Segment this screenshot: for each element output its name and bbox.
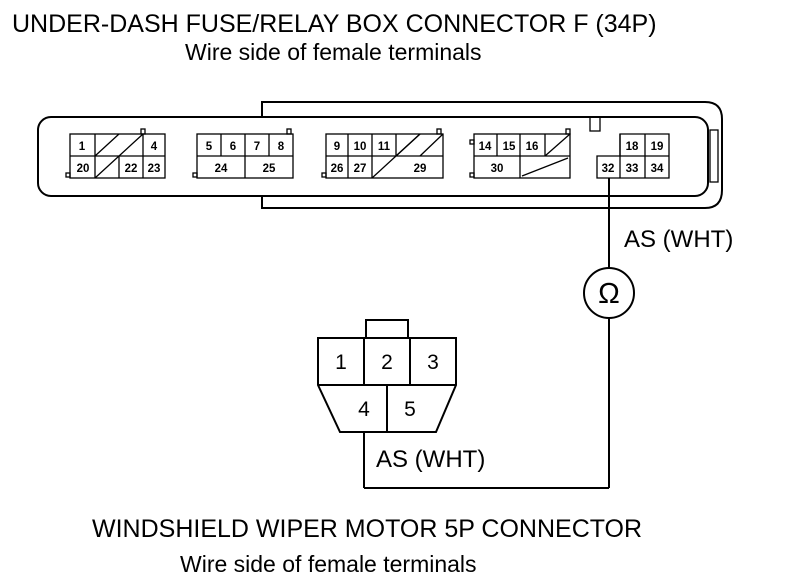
pin-1: 1	[79, 141, 86, 153]
pin-30: 30	[491, 163, 504, 175]
page-title: UNDER-DASH FUSE/RELAY BOX CONNECTOR F (3…	[12, 10, 657, 38]
pin-34: 34	[651, 163, 664, 175]
motor-pin-2: 2	[381, 351, 393, 374]
pin-16: 16	[526, 141, 539, 153]
page-subtitle: Wire side of female terminals	[185, 39, 482, 65]
wire-as-wht	[363, 178, 610, 489]
connector-f-group-3: 9 10 11 26 27 29	[321, 128, 444, 179]
connector-f-group-1: 1 4 20 22 23	[65, 128, 166, 179]
pin-18: 18	[626, 141, 639, 153]
pin-19: 19	[651, 141, 664, 153]
wire-label-bottom: AS (WHT)	[376, 446, 485, 473]
motor-pin-3: 3	[427, 351, 439, 374]
pin-10: 10	[354, 141, 367, 153]
connector-f-group-2: 5 6 7 8 24 25	[192, 128, 294, 179]
pin-14: 14	[479, 141, 492, 153]
pin-5: 5	[206, 141, 213, 153]
pin-26: 26	[331, 163, 344, 175]
motor-pin-1: 1	[335, 351, 347, 374]
pin-7: 7	[254, 141, 260, 153]
pin-33: 33	[626, 163, 639, 175]
pin-24: 24	[215, 163, 228, 175]
ohmmeter-icon: Ω	[583, 267, 635, 319]
pin-4: 4	[151, 141, 158, 153]
pin-22: 22	[125, 163, 138, 175]
pin-23: 23	[148, 163, 161, 175]
pin-29: 29	[414, 163, 427, 175]
connector-f-group-4: 14 15 16 30	[469, 128, 571, 179]
pin-27: 27	[354, 163, 367, 175]
pin-25: 25	[263, 163, 276, 175]
connector-f-housing	[37, 101, 723, 209]
wiper-motor-connector: 1 2 3 4 5	[317, 319, 457, 433]
motor-pin-4: 4	[358, 398, 370, 421]
wire-label-top: AS (WHT)	[624, 226, 733, 253]
footer-title: WINDSHIELD WIPER MOTOR 5P CONNECTOR	[92, 515, 642, 543]
connector-f-group-5: 18 19 32 33 34	[596, 133, 670, 179]
pin-6: 6	[230, 141, 236, 153]
motor-pin-5: 5	[404, 398, 416, 421]
footer-subtitle: Wire side of female terminals	[180, 551, 477, 577]
pin-20: 20	[77, 163, 90, 175]
ohm-symbol: Ω	[598, 278, 620, 310]
pin-9: 9	[334, 141, 340, 153]
pin-15: 15	[503, 141, 516, 153]
pin-11: 11	[378, 141, 391, 153]
pin-8: 8	[278, 141, 285, 153]
pin-32: 32	[602, 163, 615, 175]
